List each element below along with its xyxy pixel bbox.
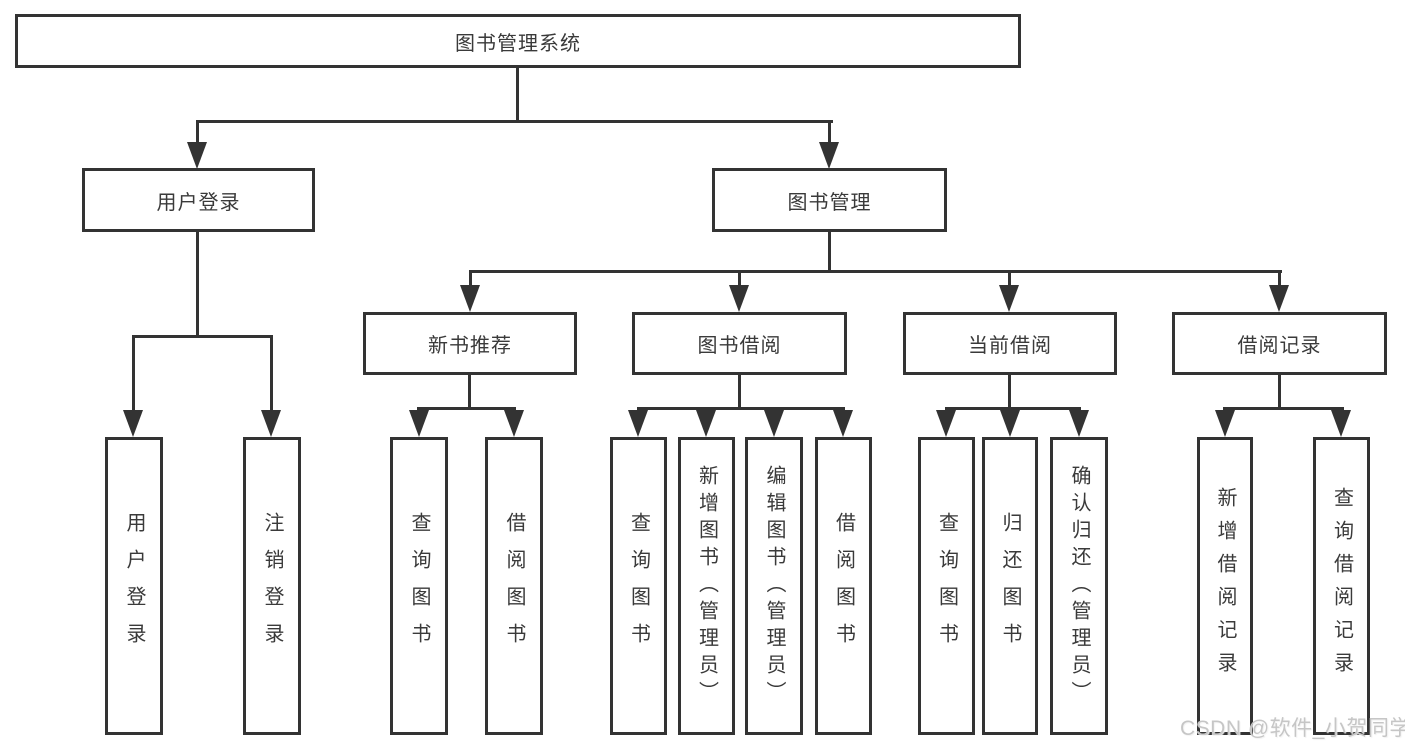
leaf-add-book-admin: 新增图书（管理员） [678, 437, 735, 735]
node-borrow-record-label: 借阅记录 [1237, 335, 1322, 357]
arrow-down-icon [729, 285, 749, 312]
connector-module-stem [1278, 270, 1281, 288]
node-library-system: 图书管理系统 [15, 14, 1021, 68]
arrow-down-icon [261, 410, 281, 437]
leaf-add-borrow-record: 新增借阅记录 [1197, 437, 1253, 735]
connector-module-stem [1008, 270, 1011, 288]
leaf-borrow-book-label: 借阅图书 [832, 512, 855, 660]
leaf-return-book-label: 归还图书 [999, 512, 1021, 660]
arrow-down-icon [123, 410, 143, 437]
leaf-edit-book-admin: 编辑图书（管理员） [745, 437, 803, 735]
connector-module-rail [417, 407, 516, 410]
arrow-down-icon [1269, 285, 1289, 312]
connector-module-rail [945, 407, 1081, 410]
connector-bookmgmt-down [828, 232, 831, 272]
node-user-login-label: 用户登录 [156, 191, 241, 214]
connector-module-rail [637, 407, 845, 410]
connector-module-stem [738, 270, 741, 288]
node-book-management-label: 图书管理 [787, 191, 872, 214]
connector-module-down [1278, 375, 1281, 409]
arrow-down-icon [696, 410, 716, 437]
arrow-down-icon [999, 285, 1019, 312]
connector-leaf-stem [132, 335, 135, 413]
node-new-book-recommend: 新书推荐 [363, 312, 577, 375]
arrow-down-icon [936, 410, 956, 437]
leaf-query-borrow-record-label: 查询借阅记录 [1330, 487, 1353, 685]
node-borrow-record: 借阅记录 [1172, 312, 1387, 375]
leaf-borrow-book-recommend: 借阅图书 [485, 437, 543, 735]
leaf-return-book: 归还图书 [982, 437, 1038, 735]
node-book-borrow: 图书借阅 [632, 312, 847, 375]
leaf-query-book-current-label: 查询图书 [935, 512, 958, 660]
leaf-borrow-book-recommend-label: 借阅图书 [503, 512, 525, 660]
connector-module-rail [1223, 407, 1344, 410]
arrow-down-icon [764, 410, 784, 437]
leaf-edit-book-admin-label: 编辑图书（管理员） [763, 464, 785, 708]
node-book-borrow-label: 图书借阅 [697, 335, 782, 357]
leaf-query-book-borrow-label: 查询图书 [627, 512, 650, 660]
node-book-management: 图书管理 [712, 168, 947, 232]
arrow-down-icon [1069, 410, 1089, 437]
leaf-logout: 注销登录 [243, 437, 301, 735]
connector-module-down [468, 375, 471, 409]
leaf-add-borrow-record-label: 新增借阅记录 [1214, 487, 1236, 685]
node-library-system-label: 图书管理系统 [455, 32, 581, 55]
leaf-query-book-recommend-label: 查询图书 [408, 512, 430, 660]
connector-module-down [1008, 375, 1011, 409]
connector-module-down [738, 375, 741, 409]
arrow-down-icon [1215, 410, 1235, 437]
arrow-down-icon [819, 142, 839, 169]
csdn-watermark: CSDN @软件_小贺同学 [1180, 717, 1405, 740]
leaf-borrow-book: 借阅图书 [815, 437, 872, 735]
connector-root-stem [516, 68, 519, 120]
node-user-login: 用户登录 [82, 168, 315, 232]
leaf-user-login: 用户登录 [105, 437, 163, 735]
leaf-add-book-admin-label: 新增图书（管理员） [695, 464, 718, 708]
node-current-borrow: 当前借阅 [903, 312, 1117, 375]
leaf-confirm-return-admin: 确认归还（管理员） [1050, 437, 1108, 735]
leaf-logout-label: 注销登录 [261, 512, 283, 660]
connector-bookmgmt-rail [469, 270, 1282, 273]
leaf-query-book-current: 查询图书 [918, 437, 975, 735]
arrow-down-icon [460, 285, 480, 312]
connector-userlogin-down [196, 232, 199, 335]
connector-userlogin-stem [196, 120, 199, 144]
leaf-user-login-label: 用户登录 [123, 512, 145, 660]
arrow-down-icon [1331, 410, 1351, 437]
node-current-borrow-label: 当前借阅 [968, 335, 1052, 357]
arrow-down-icon [409, 410, 429, 437]
arrow-down-icon [187, 142, 207, 169]
leaf-query-borrow-record: 查询借阅记录 [1313, 437, 1370, 735]
arrow-down-icon [504, 410, 524, 437]
connector-module-stem [469, 270, 472, 288]
connector-root-rail [196, 120, 833, 123]
connector-bookmgmt-stem [828, 120, 831, 144]
arrow-down-icon [628, 410, 648, 437]
leaf-query-book-borrow: 查询图书 [610, 437, 667, 735]
node-new-book-recommend-label: 新书推荐 [428, 335, 512, 357]
connector-leaf-stem [270, 335, 273, 413]
connector-userlogin-rail [132, 335, 273, 338]
leaf-query-book-recommend: 查询图书 [390, 437, 448, 735]
arrow-down-icon [1000, 410, 1020, 437]
leaf-confirm-return-admin-label: 确认归还（管理员） [1068, 464, 1090, 708]
arrow-down-icon [833, 410, 853, 437]
